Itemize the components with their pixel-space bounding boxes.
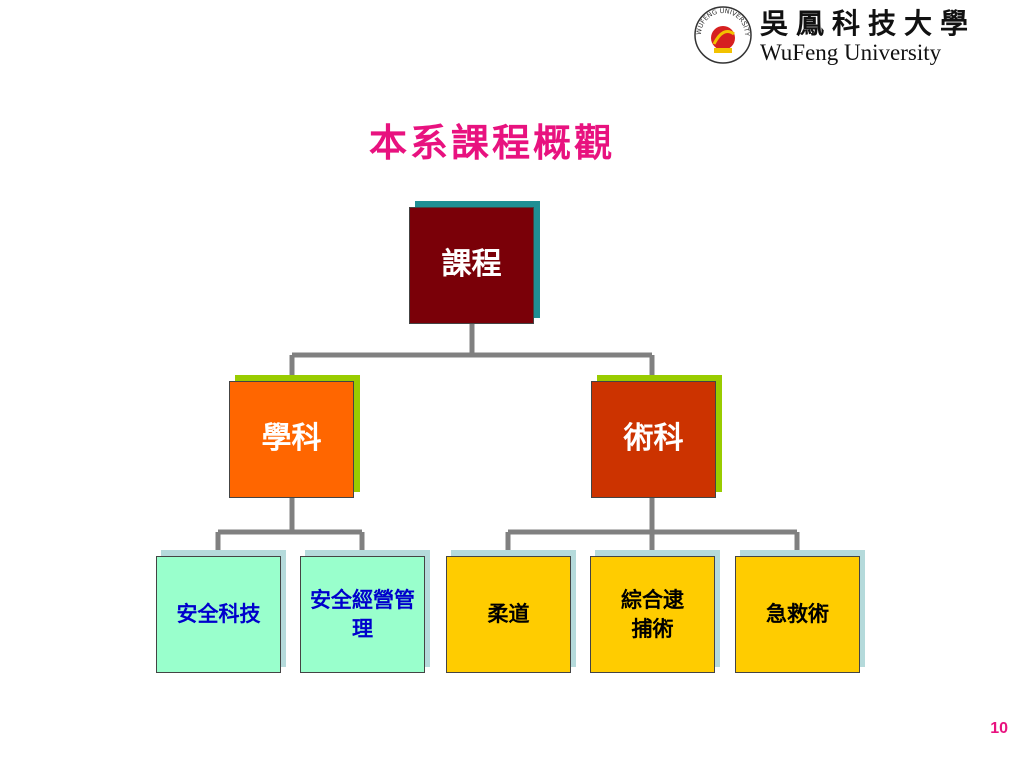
branch-node-label: 術科 [623, 421, 684, 457]
leaf-node-label: 急救術 [766, 601, 829, 627]
university-seal-icon: WUFENG UNIVERSITY [694, 6, 752, 64]
leaf-node-label: 安全經營管理 [310, 587, 415, 641]
branch-node-label: 學科 [261, 421, 322, 457]
leaf-node-first-aid: 急救術 [735, 556, 860, 673]
branch-node-practical: 術科 [591, 381, 716, 498]
branch-node-academic: 學科 [229, 381, 354, 498]
leaf-node-label: 綜合逮捕術 [621, 587, 684, 641]
logo-name-chinese: 吳鳳科技大學 [760, 7, 977, 40]
root-node: 課程 [409, 207, 534, 324]
leaf-node-judo: 柔道 [446, 556, 571, 673]
root-node-label: 課程 [441, 247, 502, 283]
university-logo: WUFENG UNIVERSITY 吳鳳科技大學 WuFeng Universi… [690, 2, 1022, 68]
connector-branch2-leaves [505, 497, 800, 558]
leaf-node-safety-technology: 安全科技 [156, 556, 281, 673]
connector-root-branches [289, 322, 655, 380]
logo-name-english: WuFeng University [760, 40, 942, 65]
page-number: 10 [990, 720, 1008, 737]
connector-branch1-leaves [215, 497, 365, 558]
leaf-node-label: 柔道 [487, 601, 530, 627]
leaf-node-label: 安全科技 [176, 601, 261, 627]
slide-title: 本系課程概觀 [368, 120, 615, 165]
leaf-node-arrest-techniques: 綜合逮捕術 [590, 556, 715, 673]
leaf-node-safety-management: 安全經營管理 [300, 556, 425, 673]
